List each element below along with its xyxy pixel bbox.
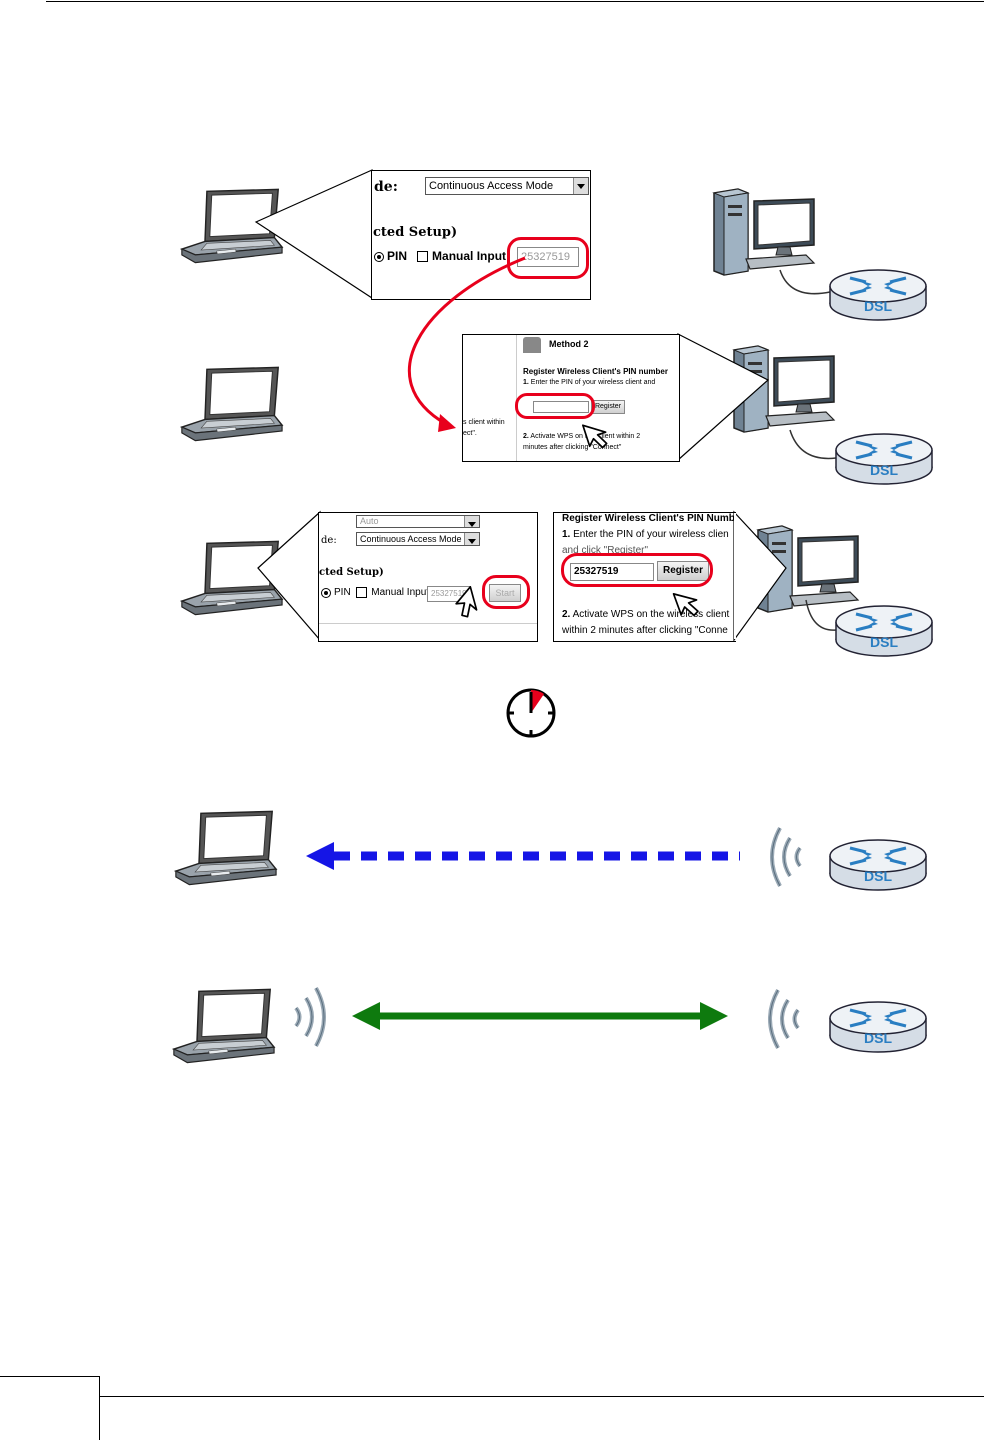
start-button[interactable]: Start	[489, 584, 521, 602]
router-label: DSL	[864, 868, 892, 884]
chevron-down-icon	[464, 533, 479, 545]
timer-icon	[504, 686, 558, 740]
step2-line2: within 2 minutes after clicking "Conne	[562, 625, 728, 636]
pin-register-highlight-ring	[561, 553, 713, 587]
register-button[interactable]: Register	[591, 400, 625, 414]
panel-router-register-filled: Register Wireless Client's PIN Numb 1. E…	[553, 512, 736, 642]
chevron-down-icon	[464, 516, 479, 527]
footer-rule	[100, 1396, 984, 1397]
router-label: DSL	[870, 634, 898, 650]
dsl-router-icon: DSL	[828, 268, 928, 322]
header-rule	[46, 1, 984, 2]
pin-value: 25327519	[521, 251, 570, 263]
wireless-signal-icon	[758, 984, 808, 1054]
manual-input-label: Manual Input	[371, 587, 430, 599]
laptop-icon	[178, 186, 284, 266]
step2-prefix: 2.	[562, 609, 571, 620]
router-label: DSL	[864, 1030, 892, 1046]
pin-input-highlight-ring	[515, 393, 595, 419]
pin-value: 25327519	[574, 566, 619, 577]
panel-router-register-pin: Method 2 Register Wireless Client's PIN …	[462, 334, 680, 462]
step1-body: Enter the PIN of your wireless client an…	[530, 379, 656, 386]
desktop-computer-icon	[730, 344, 840, 434]
pin-radio[interactable]	[374, 251, 384, 262]
step2-prefix: 2.	[523, 433, 529, 440]
step1-text: 1. Enter the PIN of your wireless client…	[523, 379, 655, 386]
dsl-router-icon: DSL	[828, 838, 928, 892]
dsl-router-icon: DSL	[834, 432, 934, 486]
mode-label: de:	[321, 535, 337, 546]
pin-radio[interactable]	[321, 587, 331, 598]
start-highlight-ring	[482, 575, 530, 609]
section-title: cted Setup)	[373, 225, 458, 240]
step2-body: Activate WPS on th s client within 2	[530, 433, 641, 440]
section-title: cted Setup)	[319, 567, 384, 578]
step2-line1: 2. Activate WPS on the wireless client	[562, 609, 729, 620]
wireless-signal-icon	[286, 982, 336, 1052]
manual-input-checkbox[interactable]	[356, 587, 368, 598]
register-heading: Register Wireless Client's PIN Numb	[562, 513, 735, 524]
auto-select-value: Auto	[360, 516, 379, 526]
page-number-box	[0, 1376, 100, 1440]
dsl-router-icon: DSL	[834, 604, 934, 658]
pin-value: 25327519	[431, 589, 467, 598]
step1-text: 1. Enter the PIN of your wireless clien	[562, 529, 729, 540]
method-title: Method 2	[549, 339, 589, 349]
step2-body: Activate WPS on the wireless client	[570, 609, 730, 620]
mode-select-value: Continuous Access Mode	[360, 534, 462, 544]
left-partial-text-2: ect".	[463, 430, 477, 437]
pin-display-field: 25327519	[517, 247, 579, 267]
mode-select-value: Continuous Access Mode	[429, 180, 554, 192]
pin-label: PIN	[334, 587, 351, 599]
step2-line2: minutes after clicking "Connect"	[523, 444, 622, 451]
desktop-computer-icon	[710, 187, 820, 277]
pin-highlight-ring	[507, 237, 589, 279]
laptop-icon	[178, 364, 284, 444]
dsl-router-icon: DSL	[828, 1000, 928, 1054]
step1-prefix: 1.	[523, 379, 529, 386]
manual-input-label: Manual Input	[432, 249, 507, 263]
laptop-icon	[178, 538, 284, 618]
laptop-icon	[172, 808, 278, 888]
pin-option-row: PIN Manual Input	[321, 587, 429, 598]
step1-prefix: 1.	[562, 529, 571, 540]
mode-select[interactable]: Continuous Access Mode	[356, 532, 480, 546]
step2-line1: 2. Activate WPS on th s client within 2	[523, 433, 640, 440]
manual-input-checkbox[interactable]	[417, 251, 429, 263]
left-partial-text-1: s client within	[463, 419, 505, 426]
lock-icon	[523, 337, 541, 353]
mode-label: de:	[374, 179, 398, 195]
auto-select[interactable]: Auto	[356, 515, 480, 528]
mode-select[interactable]: Continuous Access Mode	[425, 177, 589, 195]
register-heading: Register Wireless Client's PIN number	[523, 367, 668, 376]
panel-client-wps-settings: de: Continuous Access Mode cted Setup) P…	[371, 170, 591, 300]
chevron-down-icon	[573, 178, 588, 194]
pin-option-row: PIN Manual Input	[374, 249, 506, 263]
router-label: DSL	[864, 298, 892, 314]
step1-body: Enter the PIN of your wireless clien	[570, 529, 729, 540]
desktop-computer-icon	[754, 524, 864, 614]
step1-line2: and click "Register"	[562, 545, 649, 556]
wireless-signal-icon	[760, 822, 810, 892]
router-label: DSL	[870, 462, 898, 478]
pin-label: PIN	[387, 249, 408, 263]
panel-client-start-wps: Auto de: Continuous Access Mode cted Set…	[318, 512, 538, 642]
laptop-icon	[170, 986, 276, 1066]
